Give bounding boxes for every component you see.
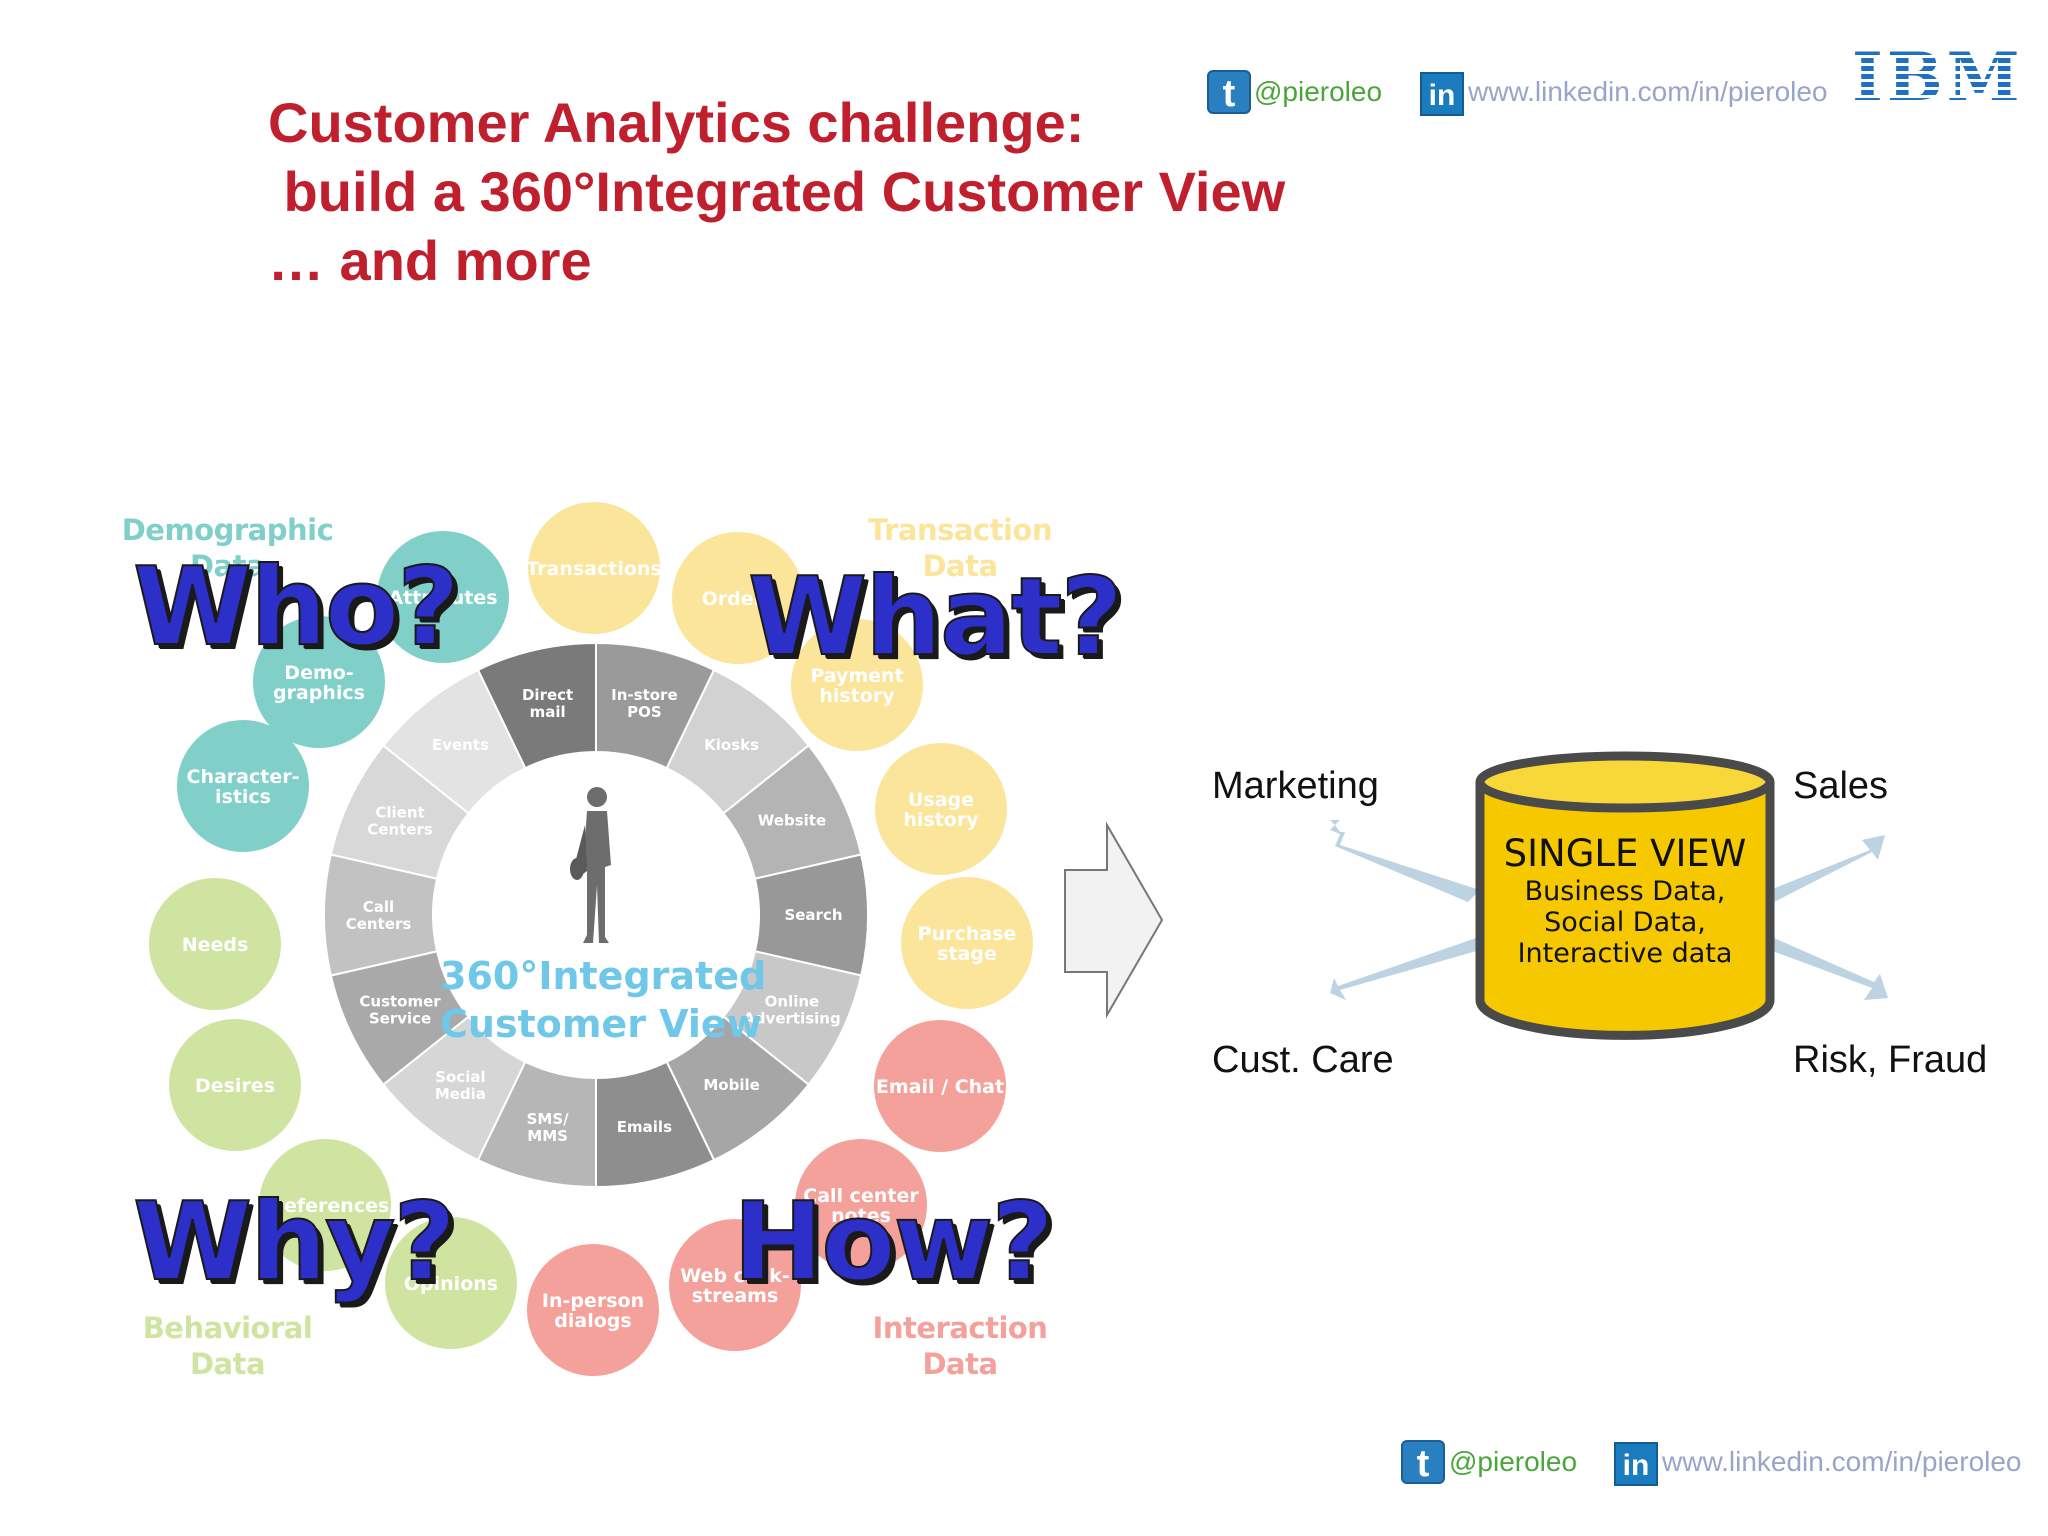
- demographic-circle: [377, 531, 509, 663]
- interaction-circle-label: Email / Chat: [876, 1076, 1004, 1098]
- demographic-circle: [177, 720, 309, 852]
- interaction-circle-label: Web click-streams: [680, 1265, 789, 1307]
- behavioral-circle-label: Needs: [182, 934, 249, 956]
- wheel-segment-label: Search: [784, 906, 842, 924]
- question-why: Why?: [132, 1180, 457, 1305]
- title-line-2: build a 360°Integrated Customer View: [268, 160, 1286, 223]
- right-arrow: [1064, 821, 1164, 1019]
- transaction-circle: [875, 743, 1007, 875]
- twitter-icon[interactable]: t: [1207, 70, 1251, 115]
- marketing-label: Marketing: [1212, 765, 1379, 807]
- marketing-arrow: [1330, 820, 1480, 902]
- interaction-circle: [527, 1244, 659, 1376]
- person-icon: [570, 787, 611, 943]
- page-title: Customer Analytics challenge: build a 36…: [268, 88, 1388, 295]
- cylinder-top: [1475, 751, 1775, 813]
- transaction-circle: [528, 502, 660, 634]
- risk-arrow: [1770, 938, 1888, 1000]
- wheel-segment-label: SMS/MMS: [527, 1110, 570, 1145]
- wheel-segment-label: Website: [758, 812, 826, 830]
- demographic-circle: [253, 616, 385, 748]
- behavioral-data-label: Behavioral Data: [142, 1311, 313, 1381]
- single-view-line-3: Interactive data: [1517, 938, 1733, 969]
- interaction-circle: [669, 1219, 801, 1351]
- question-what: What?: [747, 555, 1124, 680]
- behavioral-circle-label: Opinions: [404, 1273, 498, 1295]
- twitter-icon-bottom[interactable]: t: [1401, 1440, 1445, 1485]
- ibm-logo: IBM: [1852, 38, 2024, 116]
- linkedin-icon-bottom[interactable]: in: [1614, 1442, 1658, 1486]
- transaction-circle-label: Transactions: [526, 558, 661, 580]
- transaction-circle: [672, 532, 804, 664]
- behavioral-circle: [169, 1019, 301, 1151]
- single-view-diagram: [1064, 751, 1888, 1040]
- linkedin-icon[interactable]: in: [1420, 72, 1464, 116]
- wheel-segment-label: Kiosks: [704, 736, 759, 754]
- title-line-1: Customer Analytics challenge:: [268, 91, 1085, 154]
- transaction-circle: [901, 877, 1033, 1009]
- behavioral-circle: [259, 1139, 391, 1271]
- single-view-text: SINGLE VIEW Business Data, Social Data, …: [1480, 832, 1770, 969]
- sales-label: Sales: [1793, 765, 1889, 807]
- sales-arrow: [1770, 835, 1885, 902]
- demographic-circle-label: Demo-graphics: [273, 662, 365, 704]
- cylinder-body: [1475, 782, 1775, 1040]
- cust-care-arrow: [1330, 938, 1480, 1000]
- center-label: 360°Integrated Customer View: [440, 954, 767, 1046]
- wheel-segment-label: Emails: [617, 1118, 672, 1136]
- twitter-handle-bottom[interactable]: @pieroleo: [1449, 1446, 1578, 1477]
- interaction-data-label: Interaction Data: [872, 1311, 1048, 1381]
- question-how: How?: [732, 1180, 1055, 1305]
- transaction-circle: [791, 619, 923, 751]
- linkedin-url-bottom[interactable]: www.linkedin.com/in/pieroleo: [1662, 1446, 2022, 1477]
- behavioral-circle-label: Preferences: [261, 1195, 390, 1217]
- wheel-segment-label: Events: [432, 736, 489, 754]
- transaction-data-label: Transaction Data: [867, 513, 1053, 583]
- behavioral-circle: [385, 1217, 517, 1349]
- behavioral-circle-label: Desires: [195, 1075, 275, 1097]
- demographic-circle-label: Attributes: [388, 587, 497, 609]
- question-who: Who?: [132, 545, 461, 670]
- interaction-circle: [874, 1020, 1006, 1152]
- demographic-data-label: Demographic Data: [121, 513, 334, 583]
- transaction-circle-label: Orders: [702, 588, 775, 610]
- wheel-segment-label: Mobile: [703, 1076, 759, 1094]
- single-view-line-1: Business Data,: [1524, 876, 1726, 907]
- cust-care-label: Cust. Care: [1212, 1039, 1394, 1081]
- wheel-center: [433, 752, 759, 1078]
- behavioral-circle: [149, 878, 281, 1010]
- single-view-title: SINGLE VIEW: [1503, 832, 1747, 875]
- interaction-circle: [795, 1139, 927, 1271]
- demographic-circle-label: Character-istics: [187, 766, 300, 808]
- linkedin-url-top[interactable]: www.linkedin.com/in/pieroleo: [1468, 76, 1828, 107]
- twitter-handle-top[interactable]: @pieroleo: [1254, 76, 1383, 107]
- single-view-line-2: Social Data,: [1544, 907, 1706, 938]
- risk-fraud-label: Risk, Fraud: [1793, 1039, 1988, 1081]
- distribution-arrows: [1330, 820, 1888, 1000]
- title-line-3: … and more: [268, 229, 592, 292]
